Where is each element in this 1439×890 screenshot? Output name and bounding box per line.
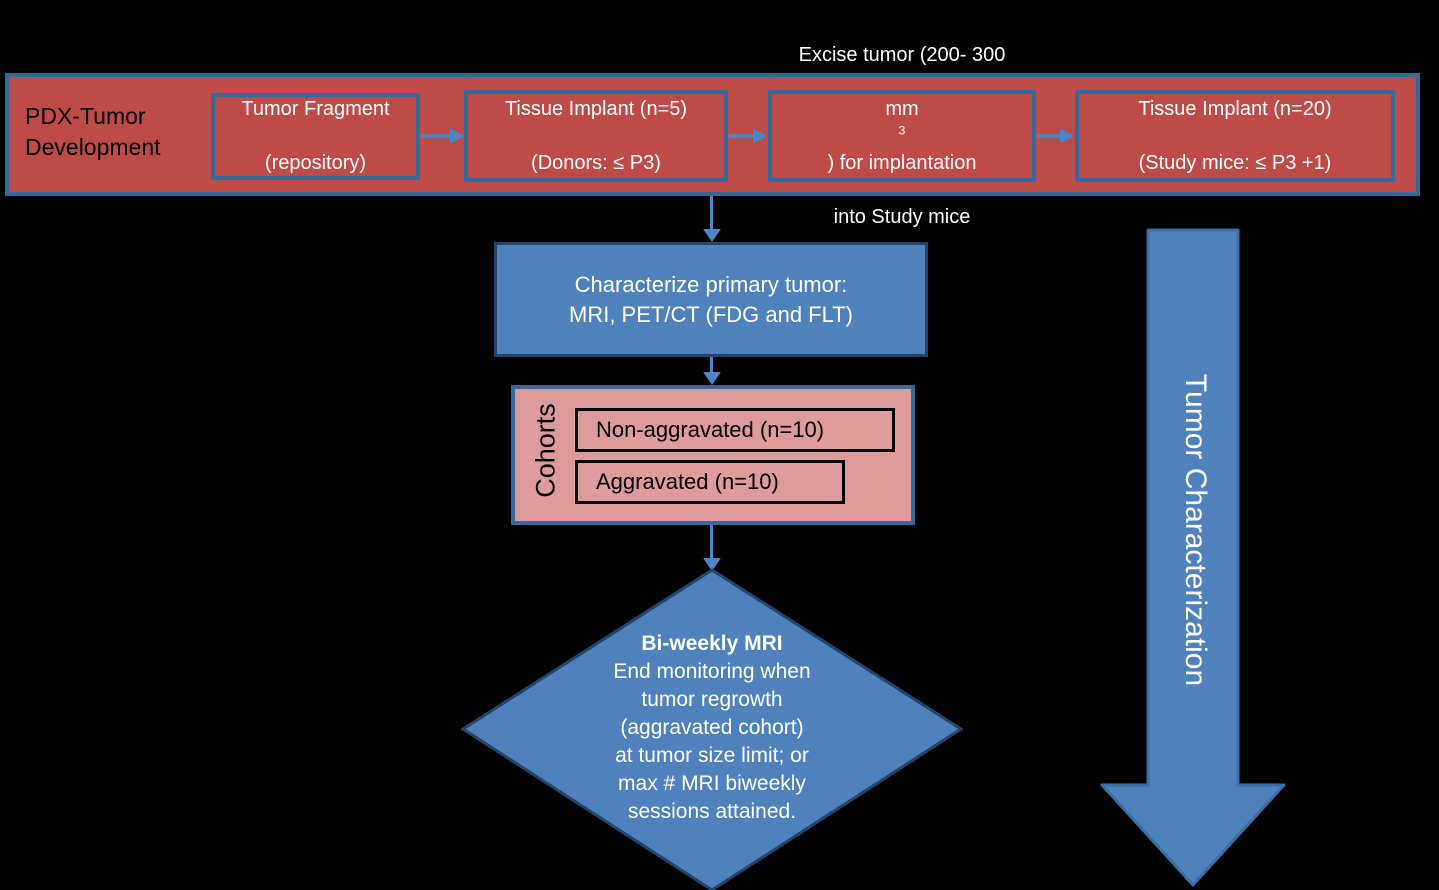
arrow-right-icon-3 [1037,128,1074,144]
process-box-tissue-implant-study[interactable]: Tissue Implant (n=20) (Study mice: ≤ P3 … [1075,90,1395,182]
tumor-characterization-label: Tumor Characterization [1179,373,1212,687]
arrow-right-icon-2 [729,128,767,144]
cohorts-group: Cohorts Non-aggravated (n=10) Aggravated… [511,385,915,525]
process-box-characterize-primary-tumor[interactable]: Characterize primary tumor: MRI, PET/CT … [494,242,928,357]
cohort-item-non-aggravated[interactable]: Non-aggravated (n=10) [575,408,895,452]
decision-diamond-body: End monitoring when tumor regrowth (aggr… [613,659,811,823]
cohort-item-aggravated[interactable]: Aggravated (n=10) [575,460,845,504]
decision-diamond-bi-weekly-mri[interactable]: Bi-weekly MRI End monitoring when tumor … [461,568,963,890]
decision-diamond-title: Bi-weekly MRI [641,631,783,655]
arrow-right-icon-1 [421,128,464,144]
process-box-tissue-implant-donors-label: Tissue Implant (n=5) (Donors: ≤ P3) [504,97,688,174]
diamond-shape-icon [461,568,963,890]
process-box-tissue-implant-donors[interactable]: Tissue Implant (n=5) (Donors: ≤ P3) [464,90,728,182]
arrow-down-icon-2 [703,357,721,385]
band-label: PDX-Tumor Development [25,103,161,160]
process-box-tissue-implant-study-label: Tissue Implant (n=20) (Study mice: ≤ P3 … [1138,97,1332,174]
arrow-down-icon-1 [703,196,721,242]
decision-diamond-text: Bi-weekly MRI End monitoring when tumor … [461,568,963,890]
process-box-tumor-fragment-label: Tumor Fragment (repository) [241,98,390,174]
process-box-tumor-fragment[interactable]: Tumor Fragment (repository) [211,93,420,180]
cohorts-group-label: Cohorts [530,403,561,498]
superscript-3: 3 [898,122,906,137]
tumor-characterization-arrow: Tumor Characterization [1100,228,1286,888]
arrow-down-icon-large [1100,228,1286,887]
arrow-down-icon-3 [703,525,721,571]
